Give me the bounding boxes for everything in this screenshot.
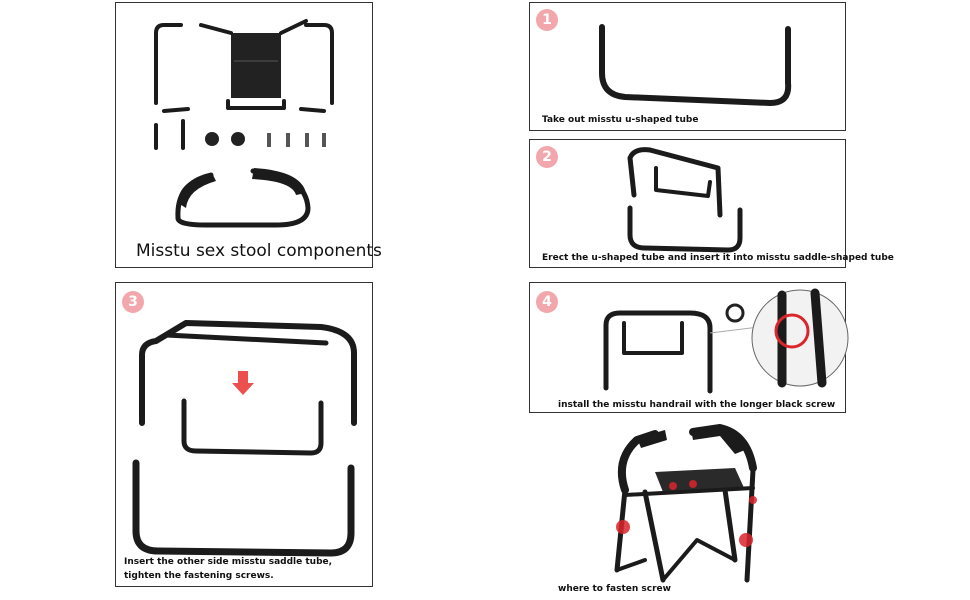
step-3-caption-line2: tighten the fastening screws.	[124, 571, 274, 581]
step-3-caption-line1: Insert the other side misstu saddle tube…	[124, 557, 333, 567]
step-3-panel: 3 Insert the other side misstu saddle tu…	[115, 282, 373, 587]
components-panel: Misstu sex stool components	[115, 2, 382, 268]
step-2-badge: 2	[536, 146, 558, 168]
step-3-illustration	[132, 320, 357, 557]
step-1-panel: 1 Take out misstu u-shaped tube	[529, 2, 846, 131]
final-caption: where to fasten screw	[558, 584, 671, 594]
components-caption: Misstu sex stool components	[136, 241, 382, 261]
u-tube-illustration	[599, 24, 792, 106]
step-3-badge: 3	[122, 291, 144, 313]
step-4-caption: install the misstu handrail with the lon…	[558, 400, 836, 410]
step-1-caption: Take out misstu u-shaped tube	[542, 115, 699, 125]
step-2-panel: 2 Erect the u-shaped tube and insert it …	[529, 139, 894, 268]
components-illustration	[154, 19, 334, 228]
handrail-illustration	[603, 288, 849, 394]
step-4-badge: 4	[536, 291, 558, 313]
step-4-panel: 4 install the misstu handrail with the l…	[529, 282, 849, 413]
assembled-stool-illustration	[614, 424, 757, 583]
saddle-assembly-illustration	[627, 147, 743, 253]
step-1-badge: 1	[536, 9, 558, 31]
step-2-caption: Erect the u-shaped tube and insert it in…	[542, 253, 894, 263]
